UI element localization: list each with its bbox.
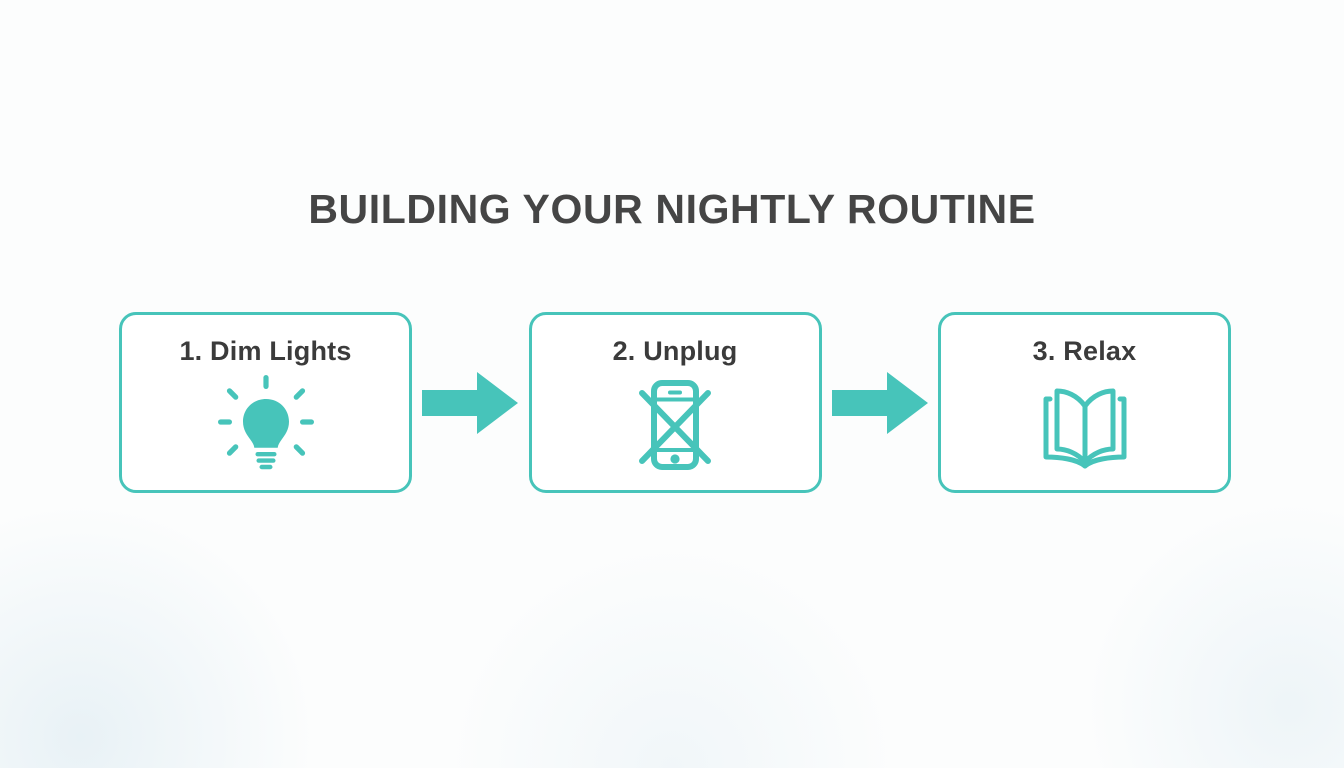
step-card-unplug[interactable]: 2. Unplug — [528, 312, 822, 493]
step-label-3: 3. Relax — [1032, 336, 1137, 366]
page-title: BUILDING YOUR NIGHTLY ROUTINE — [308, 186, 1036, 232]
step-label-1: 1. Dim Lights — [179, 336, 352, 366]
open-book-icon — [1033, 373, 1137, 477]
step-card-dim-lights[interactable]: 1. Dim Lights — [119, 312, 412, 493]
arrow-right-icon-2 — [831, 371, 928, 434]
lightbulb-icon — [214, 373, 318, 477]
process-flow: 1. Dim Lights — [119, 312, 1231, 493]
step-label-2: 2. Unplug — [612, 336, 738, 366]
arrow-right-icon-1 — [422, 371, 519, 434]
step-card-relax[interactable]: 3. Relax — [938, 312, 1231, 493]
phone-crossed-out-icon — [623, 373, 727, 477]
